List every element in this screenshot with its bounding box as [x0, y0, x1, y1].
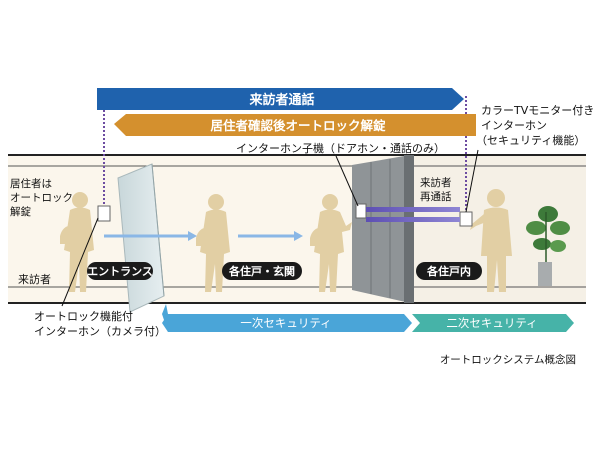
secondary-security-label: 二次セキュリティ — [446, 316, 537, 330]
svg-text:居住者は: 居住者は — [10, 177, 52, 190]
primary-security-band: 一次セキュリティ — [162, 304, 412, 332]
intercom-link-beams — [366, 207, 460, 222]
zone-entrance-label: エントランス — [87, 265, 153, 278]
zone-front-door-badge: 各住戸・玄関 — [222, 262, 302, 280]
svg-text:再通話: 再通話 — [420, 190, 452, 203]
svg-text:オートロック: オートロック — [10, 192, 73, 204]
diagram-caption: オートロックシステム概念図 — [440, 353, 576, 366]
resident-unlock-label: 居住者確認後オートロック解錠 — [210, 118, 386, 133]
visitor-figure-unit-door — [310, 194, 352, 292]
svg-text:オートロック機能付: オートロック機能付 — [34, 309, 133, 323]
visitor-label: 来訪者 — [18, 272, 51, 286]
visitor-recall-note: 来訪者 再通話 — [420, 176, 452, 203]
svg-text:来訪者: 来訪者 — [420, 176, 452, 189]
intercom-child-label: インターホン子機（ドアホン・通話のみ） — [236, 141, 445, 155]
autolock-intercom-label: オートロック機能付 インターホン（カメラ付） — [34, 309, 166, 338]
resident-figure — [470, 189, 512, 292]
flow-arrow-entrance — [104, 231, 197, 241]
potted-plant — [526, 206, 570, 286]
resident-unlock-arrow: 居住者確認後オートロック解錠 — [114, 114, 476, 136]
zone-entrance-badge: エントランス — [87, 262, 153, 280]
flow-arrow-door — [238, 231, 303, 241]
dotted-connectors — [103, 96, 467, 212]
svg-text:インターホン: インターホン — [481, 119, 547, 132]
unit-door-wall — [352, 155, 414, 303]
zone-unit-inside-badge: 各住戸内 — [416, 262, 482, 280]
resident-unlock-note: 居住者は オートロック 解錠 — [10, 177, 73, 218]
svg-text:解錠: 解錠 — [10, 205, 31, 218]
primary-security-label: 一次セキュリティ — [240, 316, 331, 330]
svg-text:カラーTVモニター付き: カラーTVモニター付き — [481, 104, 594, 117]
autolock-intercom-panel — [97, 205, 111, 222]
zone-front-door-label: 各住戸・玄関 — [228, 264, 295, 278]
leader-lines — [61, 149, 479, 307]
visitor-call-arrow: 来訪者通話 — [97, 88, 464, 110]
visitor-call-label: 来訪者通話 — [248, 92, 314, 108]
svg-text:インターホン（カメラ付）: インターホン（カメラ付） — [34, 325, 166, 338]
color-tv-intercom — [459, 211, 473, 227]
color-tv-intercom-label: カラーTVモニター付き インターホン （セキュリティ機能） — [476, 104, 594, 147]
svg-text:（セキュリティ機能）: （セキュリティ機能） — [476, 133, 585, 147]
visitor-figure-entrance — [60, 192, 94, 292]
secondary-security-band: 二次セキュリティ — [412, 314, 574, 332]
zone-unit-inside-label: 各住戸内 — [426, 264, 471, 278]
